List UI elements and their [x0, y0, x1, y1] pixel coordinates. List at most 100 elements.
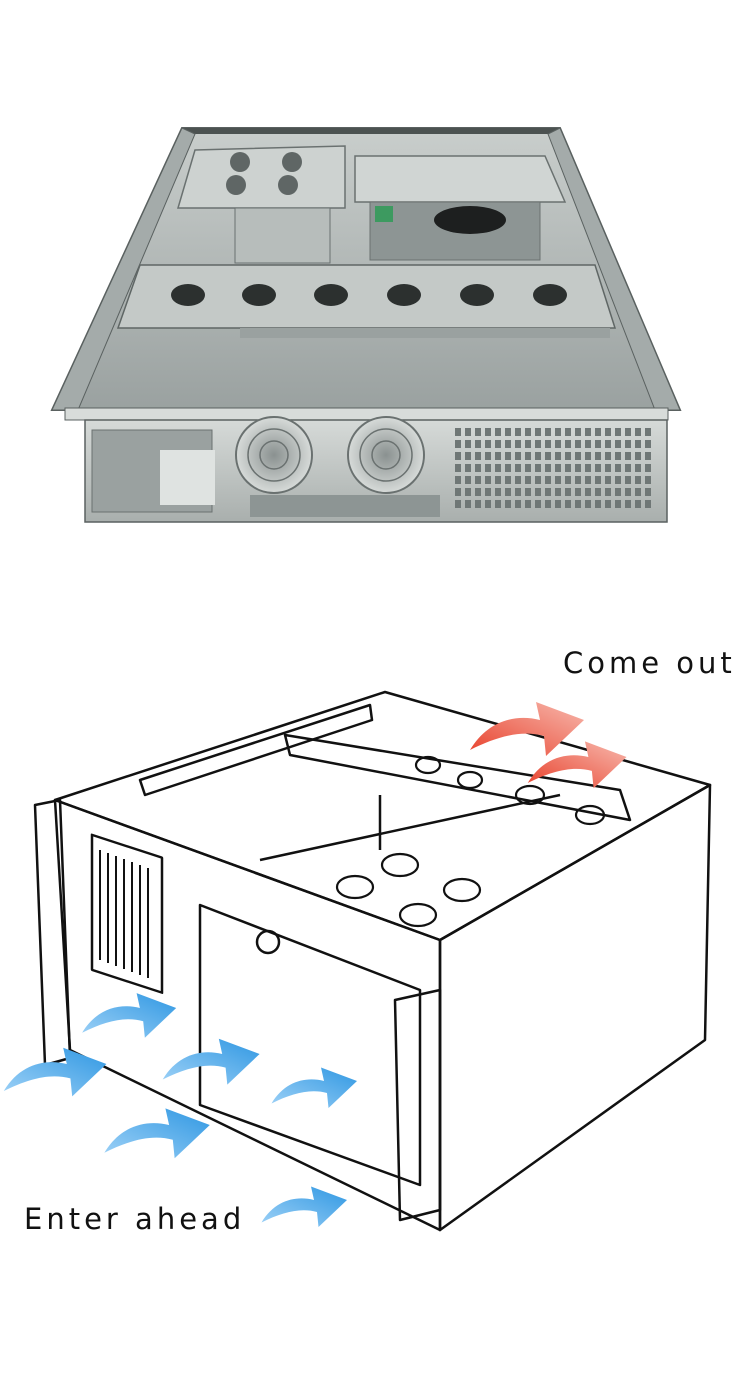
- vent-slot: [565, 452, 571, 460]
- vent-slot: [625, 500, 631, 508]
- vent-slot: [535, 440, 541, 448]
- vent-slot: [455, 428, 461, 436]
- vent-slot: [515, 476, 521, 484]
- bar-hole: [242, 284, 276, 306]
- vent-slot: [615, 428, 621, 436]
- vent-slot: [565, 476, 571, 484]
- vent-slot: [535, 488, 541, 496]
- bar-hole: [387, 284, 421, 306]
- vent-slot: [485, 476, 491, 484]
- exhaust-arrow-icon: [527, 741, 627, 789]
- drive-hole: [226, 175, 246, 195]
- vent-slot: [635, 464, 641, 472]
- vent-slot: [455, 440, 461, 448]
- vent-slot: [645, 500, 651, 508]
- vent-slot: [555, 440, 561, 448]
- chassis-photo-drawing: [50, 127, 682, 523]
- chassis-photo: [0, 110, 750, 530]
- exhaust-arrow-icon: [470, 702, 584, 756]
- vent-slot: [525, 452, 531, 460]
- vent-slot: [635, 428, 641, 436]
- vent-slats: [99, 850, 149, 978]
- vent-slot: [615, 440, 621, 448]
- top-holes: [335, 755, 606, 928]
- psu-bracket: [354, 155, 567, 203]
- vent-slot: [535, 428, 541, 436]
- vent-slot: [505, 464, 511, 472]
- vent-slot: [455, 500, 461, 508]
- bar-hole: [533, 284, 567, 306]
- vent-slot: [485, 464, 491, 472]
- vent-slot: [495, 464, 501, 472]
- vent-slot: [535, 476, 541, 484]
- vent-slot: [605, 428, 611, 436]
- vent-slot: [565, 428, 571, 436]
- vent-slot: [645, 464, 651, 472]
- drive-hole: [278, 175, 298, 195]
- vent-slot: [465, 500, 471, 508]
- vent-slot: [595, 488, 601, 496]
- vent-slot: [625, 464, 631, 472]
- vent-slot: [645, 452, 651, 460]
- vent-slot: [545, 452, 551, 460]
- front-fan-grille: [235, 416, 313, 494]
- vent-slot: [645, 440, 651, 448]
- airflow-diagram: [0, 640, 750, 1260]
- vent-slot: [525, 428, 531, 436]
- vent-slot: [545, 500, 551, 508]
- vent-slot: [625, 440, 631, 448]
- vent-slot: [525, 476, 531, 484]
- vent-slot: [585, 428, 591, 436]
- vent-slot: [605, 452, 611, 460]
- cross-bar: [116, 264, 617, 329]
- vent-slot: [585, 488, 591, 496]
- door-lock-icon: [255, 929, 281, 955]
- vent-slot: [475, 452, 481, 460]
- vent-slot: [495, 476, 501, 484]
- vent-slot: [535, 464, 541, 472]
- vent-slot: [535, 452, 541, 460]
- front-fan-grille: [347, 416, 425, 494]
- vent-slot: [555, 500, 561, 508]
- vent-slot: [525, 500, 531, 508]
- vent-slot: [475, 464, 481, 472]
- vent-slot: [465, 476, 471, 484]
- vent-slot: [505, 452, 511, 460]
- vent-slot: [505, 476, 511, 484]
- vent-slot: [505, 500, 511, 508]
- vent-slot: [595, 500, 601, 508]
- vent-slot: [615, 500, 621, 508]
- vent-slot: [585, 452, 591, 460]
- intake-arrow-icon: [3, 1047, 107, 1097]
- airflow-drawing: [3, 690, 712, 1232]
- vent-slot: [455, 464, 461, 472]
- drive-hole: [230, 152, 250, 172]
- vent-slot: [455, 452, 461, 460]
- vent-slot: [575, 476, 581, 484]
- vent-slot: [595, 428, 601, 436]
- vent-slot: [595, 464, 601, 472]
- bay-shelf: [160, 450, 215, 505]
- vent-slot: [475, 476, 481, 484]
- vent-slot: [505, 440, 511, 448]
- vent-slot: [635, 500, 641, 508]
- vent-slot: [605, 500, 611, 508]
- vent-slot: [555, 452, 561, 460]
- vent-slot: [635, 452, 641, 460]
- vent-slot: [565, 500, 571, 508]
- vent-slot: [545, 464, 551, 472]
- vent-slot: [605, 464, 611, 472]
- rear-drive-cage: [176, 145, 346, 209]
- vent-slot: [495, 452, 501, 460]
- bar-hole: [171, 284, 205, 306]
- intake-arrow-icon: [261, 1186, 347, 1227]
- vent-slot: [475, 488, 481, 496]
- bar-hole: [314, 284, 348, 306]
- vent-slot: [455, 488, 461, 496]
- vent-slot: [575, 440, 581, 448]
- vent-slot: [635, 476, 641, 484]
- vent-slot: [535, 500, 541, 508]
- vent-slot: [615, 464, 621, 472]
- vent-slot: [605, 488, 611, 496]
- vent-slot: [485, 428, 491, 436]
